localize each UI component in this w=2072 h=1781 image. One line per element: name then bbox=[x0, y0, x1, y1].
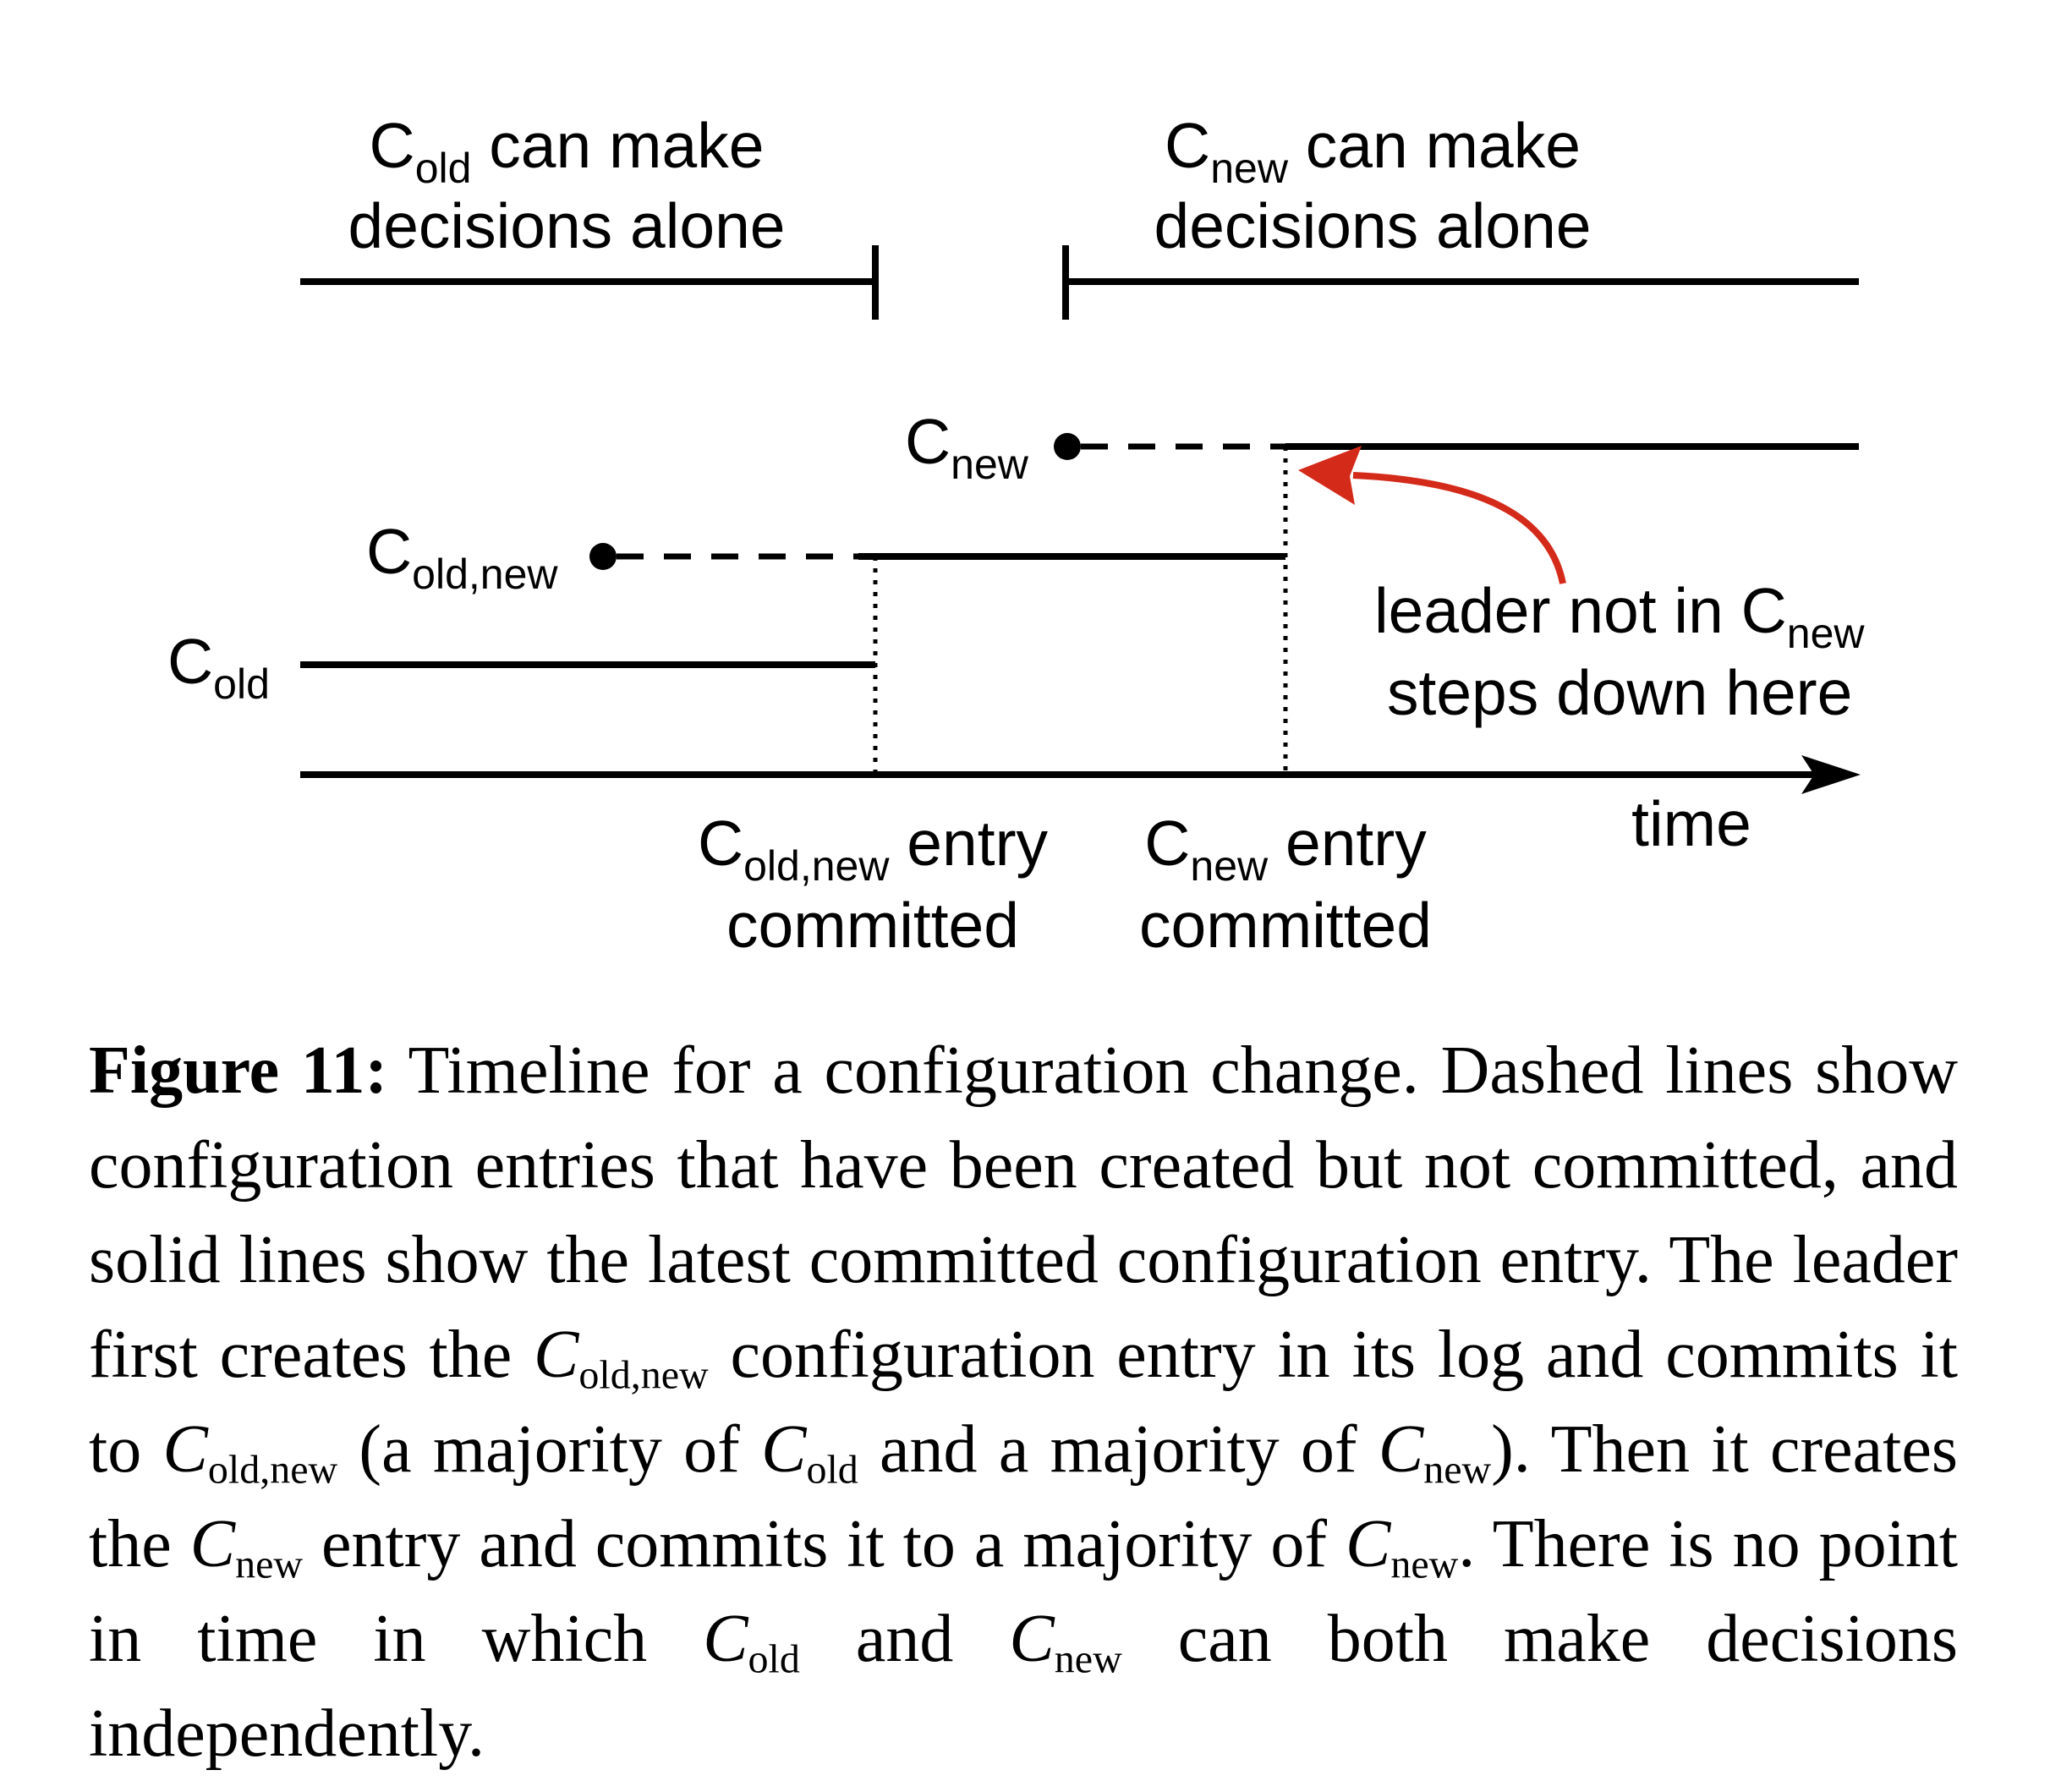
cnew-created-dot bbox=[1054, 433, 1081, 460]
step-down-annotation-line2: steps down here bbox=[1387, 657, 1852, 728]
math-c-old-new: Cold,new bbox=[534, 1318, 709, 1398]
cnew-range-label: Cnew can make bbox=[1165, 110, 1581, 192]
math-c-old: Cold bbox=[761, 1412, 858, 1493]
math-c-old: Cold bbox=[703, 1602, 800, 1682]
cnew-range-bar bbox=[1062, 245, 1859, 320]
configuration-timeline-diagram: Cold can make decisions alone Cnew can m… bbox=[167, 110, 1865, 961]
cold-range-bar bbox=[300, 245, 879, 320]
coldnew-commit-label-line2: committed bbox=[726, 890, 1019, 961]
coldnew-commit-label: Cold,new entry bbox=[698, 808, 1049, 890]
math-c-new: Cnew bbox=[1345, 1507, 1459, 1587]
figure-label: Figure 11: bbox=[89, 1033, 388, 1108]
cnew-row-label: Cnew bbox=[905, 406, 1029, 488]
coldnew-row-label: Cold,new bbox=[366, 516, 558, 598]
cold-range-label-line2: decisions alone bbox=[348, 190, 785, 261]
step-down-annotation: leader not in Cnew bbox=[1374, 575, 1865, 657]
coldnew-created-dot bbox=[589, 543, 617, 570]
cnew-commit-label: Cnew entry bbox=[1144, 808, 1427, 890]
step-down-arrow bbox=[1298, 446, 1566, 584]
cold-row-label: Cold bbox=[167, 626, 270, 708]
math-c-old-new: Cold,new bbox=[162, 1412, 338, 1493]
figure-caption: Figure 11: Timeline for a configuration … bbox=[89, 1033, 1959, 1771]
math-c-new: Cnew bbox=[1378, 1412, 1492, 1493]
cold-range-label: Cold can make bbox=[370, 110, 765, 192]
cnew-commit-label-line2: committed bbox=[1139, 890, 1432, 961]
time-axis-label: time bbox=[1631, 788, 1751, 859]
cnew-range-label-line2: decisions alone bbox=[1154, 190, 1591, 261]
time-axis-arrowhead bbox=[1801, 755, 1861, 794]
math-c-new: Cnew bbox=[1009, 1602, 1122, 1682]
math-c-new: Cnew bbox=[189, 1507, 304, 1587]
